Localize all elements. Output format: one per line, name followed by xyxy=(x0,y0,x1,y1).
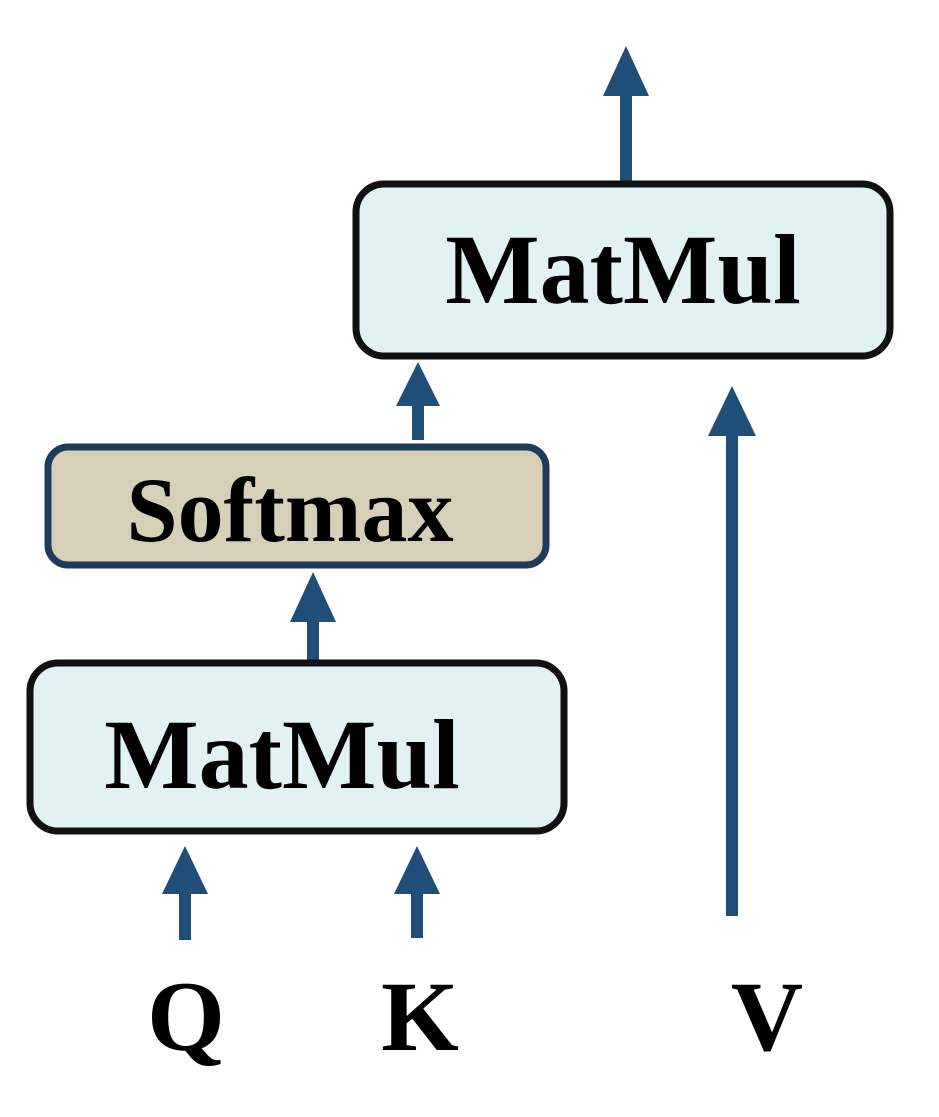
arrow-v-to-matmul-top xyxy=(708,386,756,916)
matmul-bottom-block: MatMul xyxy=(26,659,568,835)
softmax-block: Softmax xyxy=(44,443,550,569)
matmul-top-block: MatMul xyxy=(352,180,894,360)
arrow-k-to-matmul-bottom xyxy=(394,846,440,938)
arrow-q-to-matmul-bottom xyxy=(162,846,208,940)
arrow-softmax-to-matmul-top xyxy=(396,362,440,440)
matmul-top-label: MatMul xyxy=(445,214,800,325)
softmax-label: Softmax xyxy=(126,459,453,561)
arrow-matmul-bottom-to-softmax xyxy=(290,572,336,664)
matmul-bottom-label: MatMul xyxy=(104,699,459,810)
input-q-label: Q xyxy=(147,961,225,1072)
input-v-label: V xyxy=(731,961,803,1072)
arrow-output xyxy=(603,46,649,188)
input-k-label: K xyxy=(381,961,459,1072)
